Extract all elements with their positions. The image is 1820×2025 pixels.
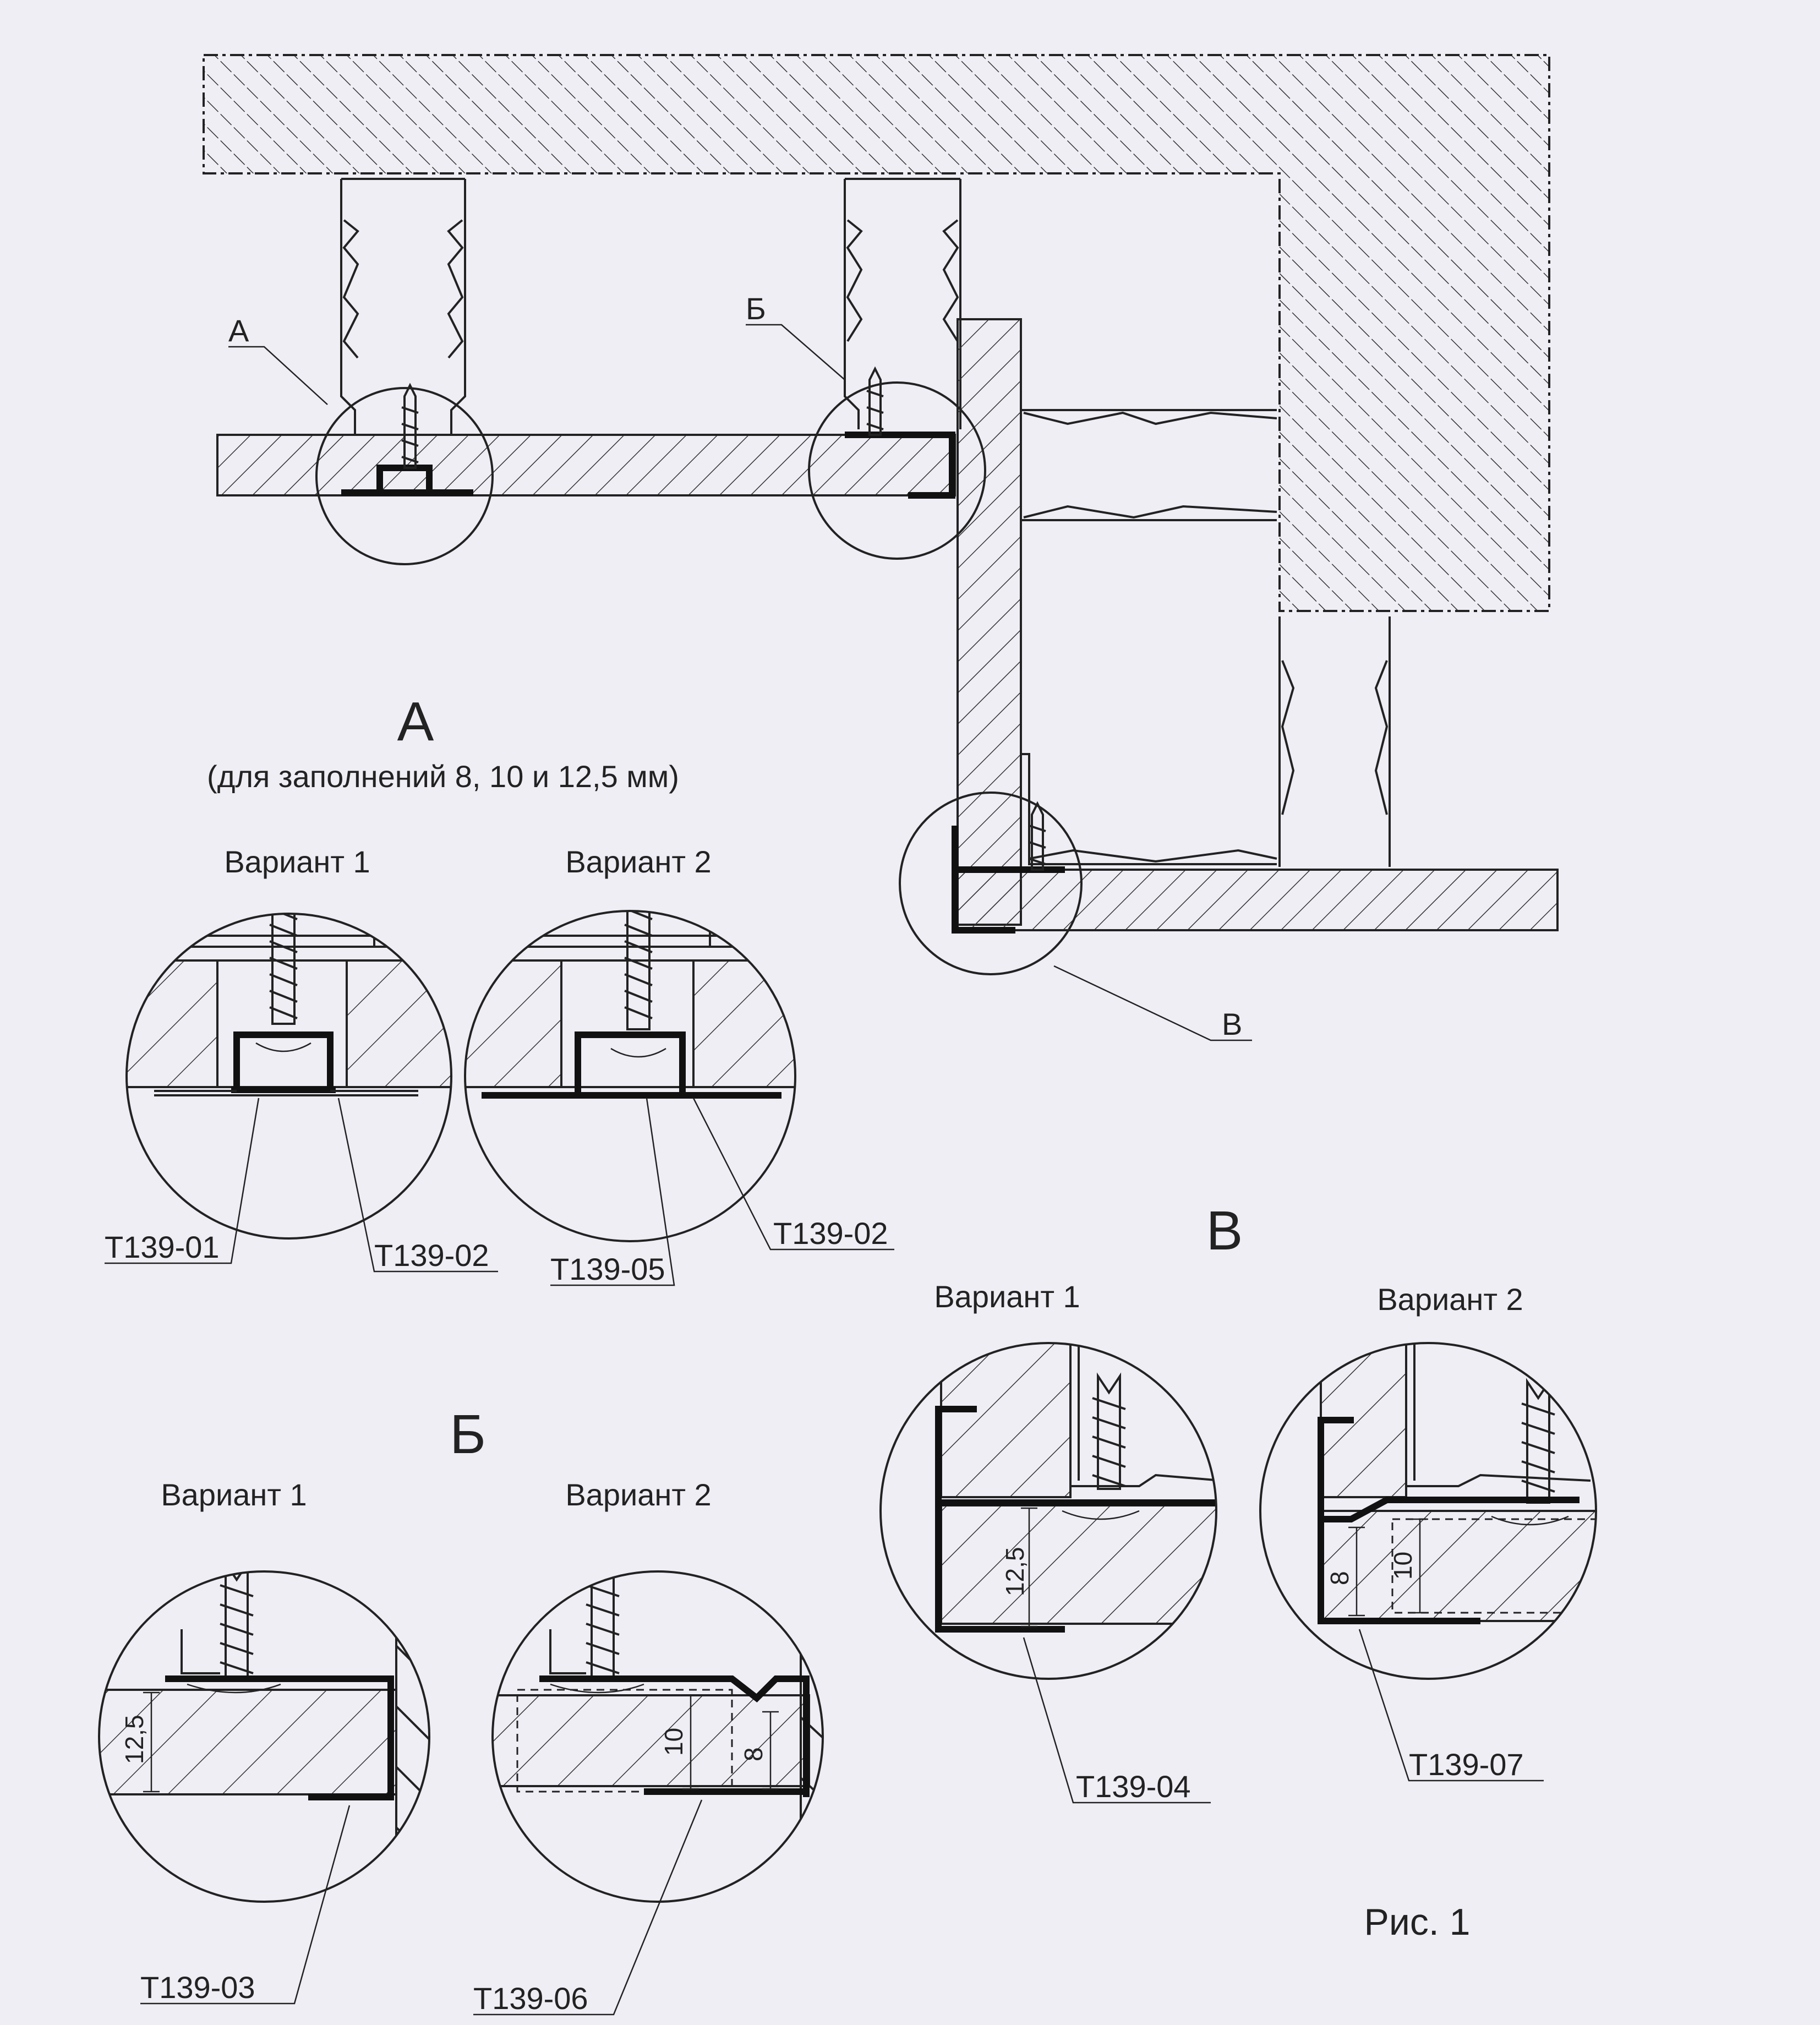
- callout-circle-b: [808, 381, 986, 560]
- leader-a2-part2: [692, 1098, 894, 1251]
- ceiling-stud-right: [844, 178, 961, 429]
- wall-stud-vertical: [1021, 616, 1391, 867]
- part-label-t139-05: Т139-05: [550, 1252, 665, 1286]
- section-a-variant1-label: Вариант 1: [224, 844, 370, 879]
- detail-circle-a1: [125, 913, 452, 1240]
- section-b-variant1-label: Вариант 1: [161, 1477, 307, 1512]
- section-v-title: В: [1206, 1200, 1243, 1262]
- leader-v2: [1358, 1629, 1544, 1782]
- overview-profile-b: [845, 432, 955, 499]
- leader-a2-part1: [550, 1098, 675, 1286]
- figure-caption: Рис. 1: [1364, 1901, 1471, 1943]
- dim-v1-12-5: 12,5: [1001, 1547, 1029, 1596]
- ceiling-stud-left: [340, 178, 466, 435]
- leader-v1: [1023, 1637, 1211, 1804]
- dim-v2-10: 10: [1389, 1552, 1417, 1580]
- part-label-t139-04: Т139-04: [1076, 1769, 1191, 1804]
- callout-label-b: Б: [746, 291, 766, 326]
- callout-leader-a: [228, 346, 328, 405]
- callout-label-v: В: [1222, 1007, 1242, 1041]
- callout-circle-a: [315, 387, 494, 565]
- section-b-variant2-label: Вариант 2: [565, 1477, 711, 1512]
- callout-leader-v: [1053, 965, 1252, 1041]
- wall-board: [957, 318, 1022, 926]
- detail-circle-b1: [98, 1570, 430, 1903]
- leader-a1-part2: [337, 1098, 498, 1273]
- part-label-t139-02: Т139-02: [374, 1238, 489, 1273]
- detail-circle-b2: [491, 1570, 824, 1903]
- callout-circle-v: [899, 792, 1083, 975]
- dim-b1-12-5: 12,5: [120, 1715, 149, 1764]
- detail-b-variant1: [99, 1571, 429, 1902]
- part-label-t139-02: Т139-02: [773, 1216, 888, 1251]
- dim-v2-8: 8: [1325, 1571, 1354, 1585]
- leader-b2: [473, 1799, 703, 2016]
- detail-circle-v2: [1259, 1342, 1597, 1680]
- section-a-subtitle: (для заполнений 8, 10 и 12,5 мм): [207, 759, 679, 794]
- screw-icon: [866, 366, 884, 436]
- concrete-slab: [203, 54, 1550, 612]
- callout-label-a: А: [228, 313, 249, 348]
- detail-v-variant1: [935, 1343, 1216, 1633]
- section-a: А (для заполнений 8, 10 и 12,5 мм) Вариа…: [105, 691, 894, 1286]
- leader-a1-part1: [105, 1098, 260, 1264]
- floor-board: [957, 869, 1559, 931]
- section-v: В Вариант 1 Вариант 2 12,5: [879, 1200, 1597, 1804]
- section-v-variant1-label: Вариант 1: [934, 1279, 1080, 1314]
- detail-a-variant1: [127, 914, 451, 1096]
- part-label-t139-07: Т139-07: [1409, 1747, 1524, 1782]
- section-a-title: А: [397, 691, 434, 752]
- dim-b2-8: 8: [739, 1747, 768, 1761]
- screw-icon: [1029, 801, 1046, 871]
- leader-b1: [140, 1805, 351, 2005]
- screw-icon: [401, 383, 419, 469]
- wall-hatch: [395, 1584, 429, 1862]
- overview-section: А Б В: [203, 54, 1559, 1041]
- section-b: Б Вариант 1 Вариант 2 12,5: [98, 1404, 824, 2016]
- section-v-variant2-label: Вариант 2: [1377, 1282, 1523, 1317]
- wall-stud-horizontal: [1021, 409, 1277, 521]
- detail-b-variant2: [493, 1571, 823, 1902]
- section-a-variant2-label: Вариант 2: [565, 844, 711, 879]
- detail-a-variant2: [465, 911, 795, 1099]
- section-b-title: Б: [450, 1404, 486, 1465]
- callout-leader-b: [746, 324, 845, 380]
- overview-profile-v: [952, 826, 1065, 934]
- dim-b2-10: 10: [659, 1728, 688, 1756]
- detail-circle-a2: [464, 910, 796, 1242]
- detail-circle-v1: [879, 1342, 1217, 1680]
- ceiling-board: [216, 434, 956, 496]
- part-label-t139-01: Т139-01: [105, 1230, 220, 1264]
- detail-v-variant2: [1318, 1343, 1596, 1624]
- part-label-t139-06: Т139-06: [473, 1981, 588, 2016]
- part-label-t139-03: Т139-03: [140, 1970, 255, 2005]
